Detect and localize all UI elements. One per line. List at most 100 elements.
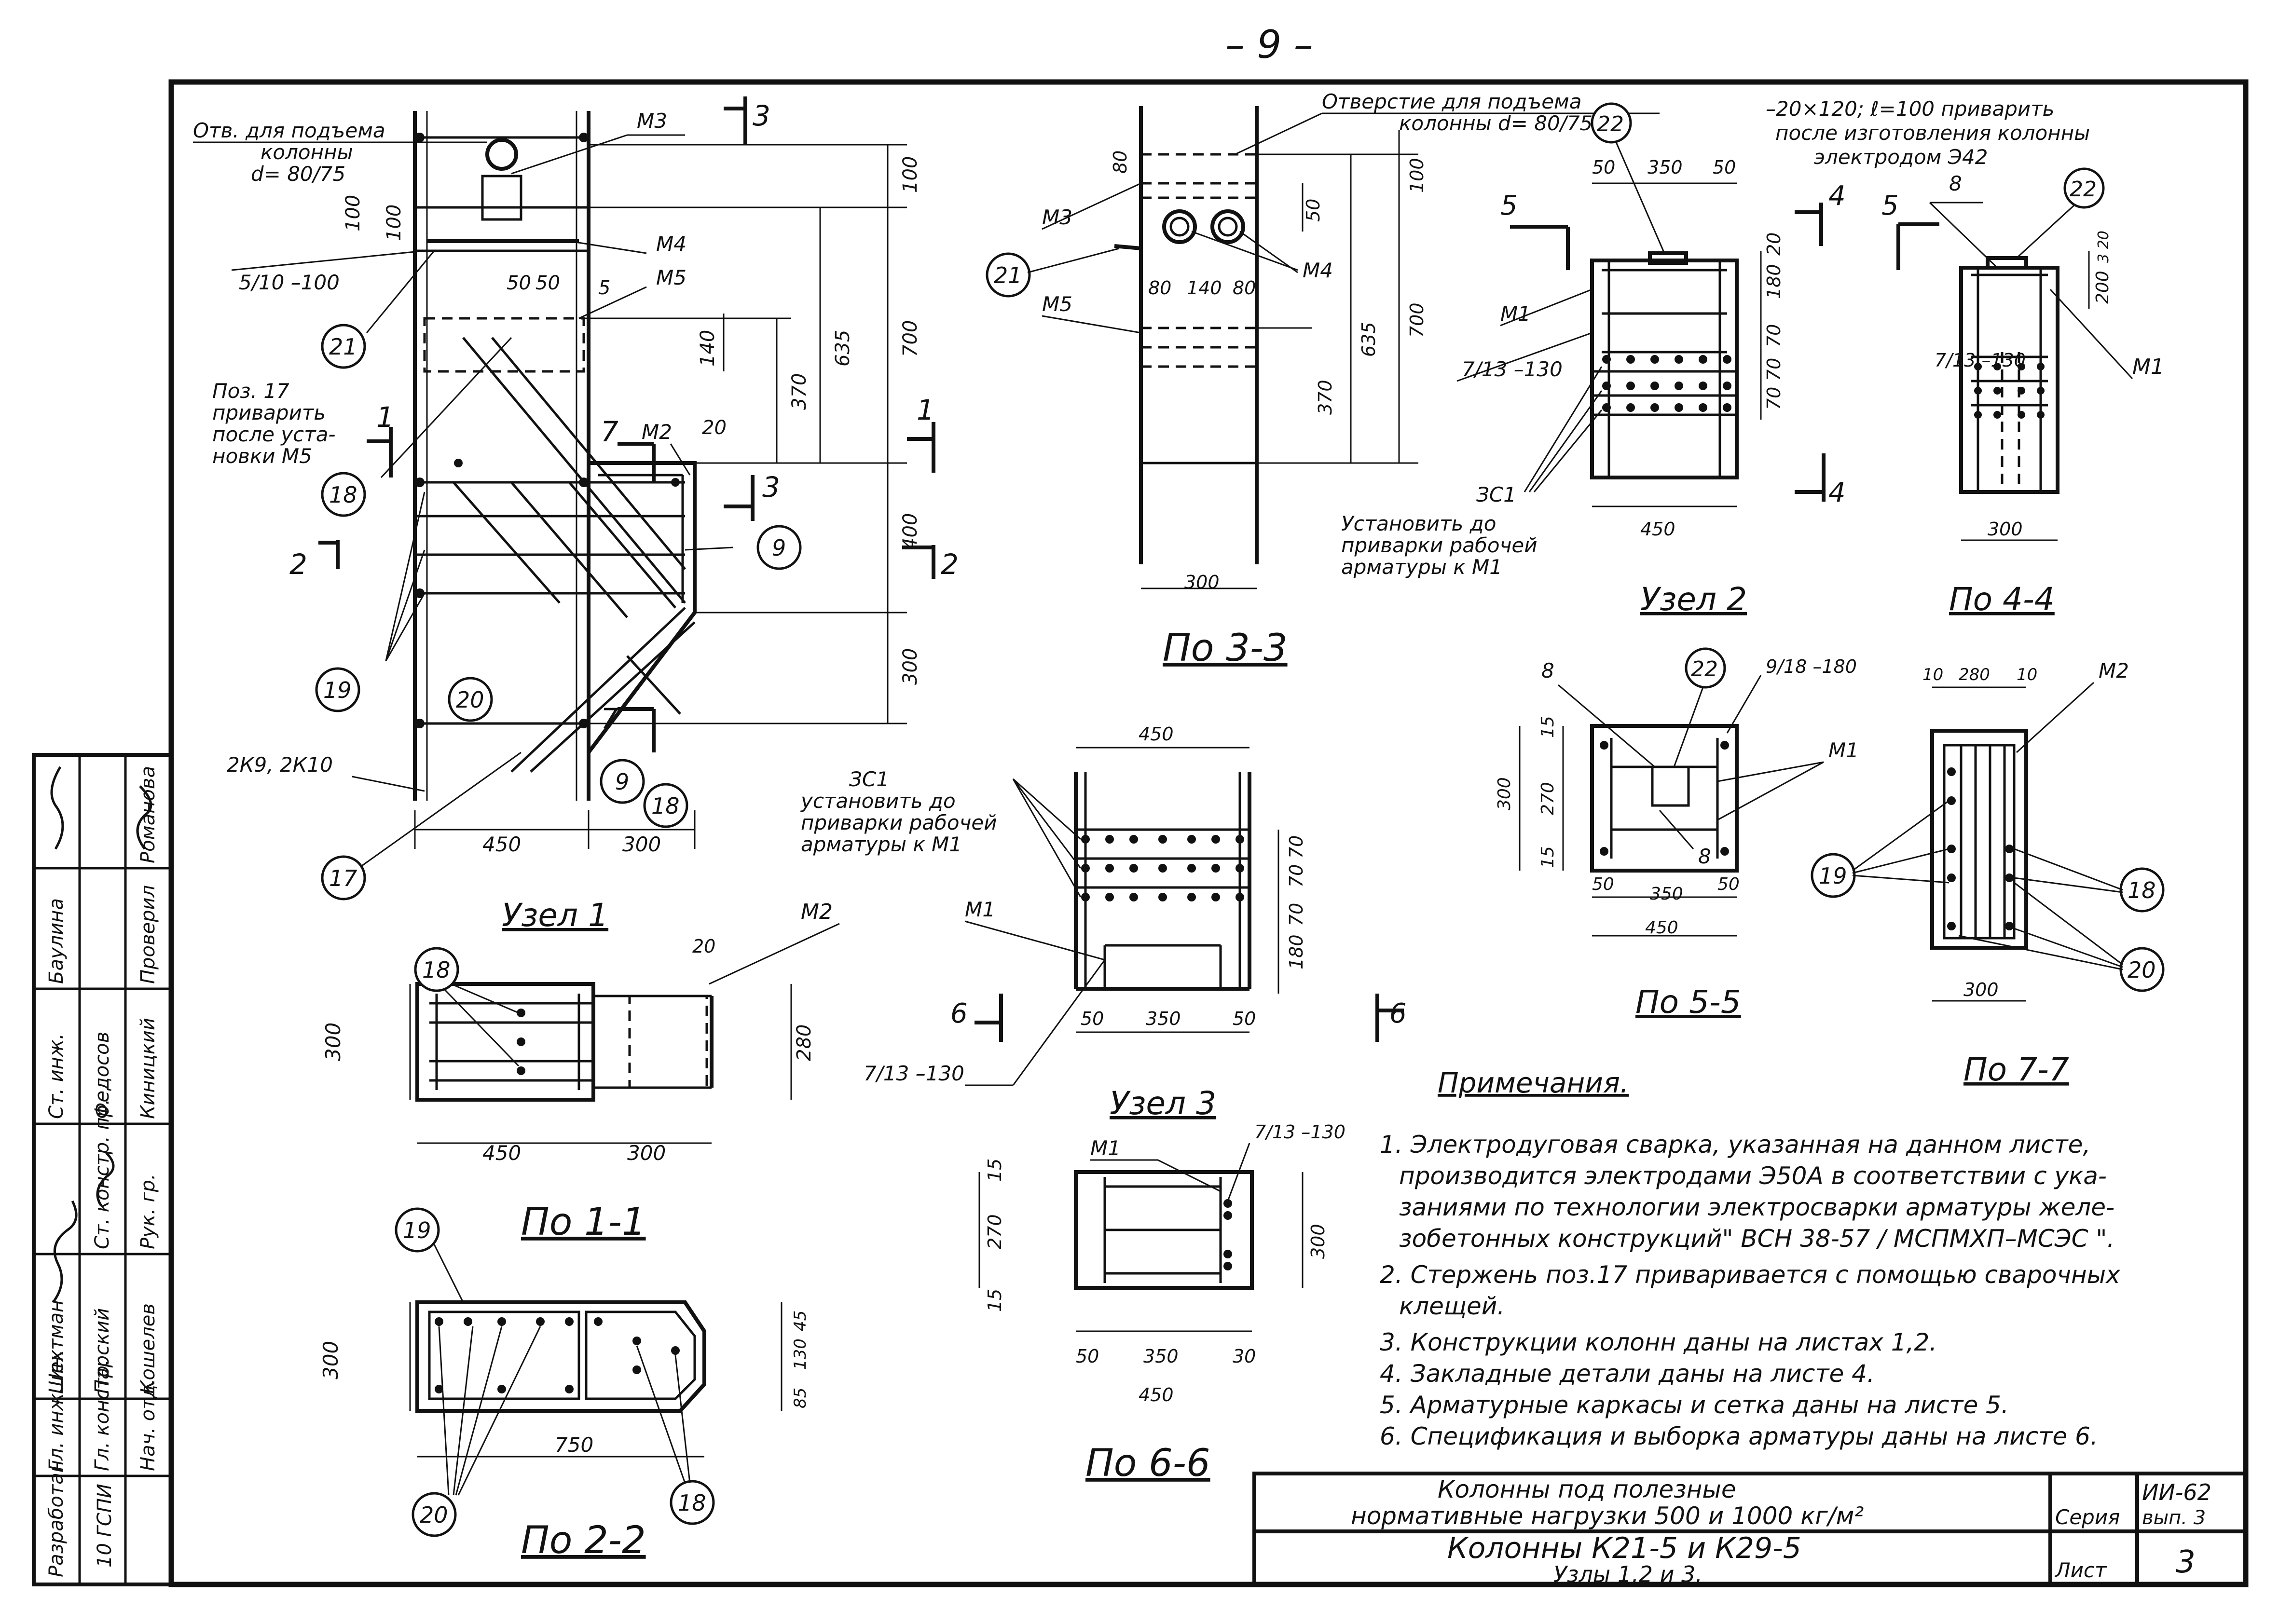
label-zs1b-1: установить до xyxy=(800,789,956,813)
label-zs1-note3: арматуры к М1 xyxy=(1341,555,1502,579)
dim-635-po33: 635 xyxy=(1358,322,1379,357)
label-zs1-note2: приварки рабочей xyxy=(1341,533,1538,557)
dim-30-po66: 30 xyxy=(1233,1346,1256,1367)
label-weld-po66: 7/13 –130 xyxy=(1254,1121,1345,1143)
signature-2 xyxy=(96,1152,115,1207)
dim-635: 635 xyxy=(832,330,854,367)
label-poz17-2: приварить xyxy=(212,401,326,424)
note-4: 4. Закладные детали даны на листе 4. xyxy=(1380,1360,1875,1388)
bubble-17: 17 xyxy=(329,865,357,891)
bubble-22-po55: 22 xyxy=(1691,657,1718,682)
tb-line2: нормативные нагрузки 500 и 1000 кг/м² xyxy=(1351,1502,1864,1530)
label-m5: М5 xyxy=(656,266,686,289)
label-weld-po44: 7/13 –130 xyxy=(1935,350,2026,371)
svg-text:6: 6 xyxy=(1389,998,1407,1029)
stamp-proveril: Проверил xyxy=(137,885,159,984)
dim-450: 450 xyxy=(482,832,521,856)
dim-300-po11b: 300 xyxy=(627,1141,666,1165)
bubble-21-po33: 21 xyxy=(994,262,1022,288)
label-m2: М2 xyxy=(642,420,672,444)
dim-450-u3: 450 xyxy=(1139,723,1174,745)
po-6-6-section: 15 270 15 300 50 350 30 450 7/13 –130 М1… xyxy=(978,1121,1345,1485)
bubble-20-po22: 20 xyxy=(420,1502,448,1528)
dim-400: 400 xyxy=(899,513,921,550)
dim-15-po55a: 15 xyxy=(1538,716,1558,738)
svg-text:3: 3 xyxy=(753,99,770,132)
bubble-19-po22: 19 xyxy=(403,1217,431,1243)
label-m4: М4 xyxy=(656,232,686,256)
bubble-21: 21 xyxy=(329,334,357,360)
dim-280-po77: 280 xyxy=(1959,665,1990,684)
bubble-20: 20 xyxy=(456,687,484,713)
note-3: 3. Конструкции колонн даны на листах 1,2… xyxy=(1380,1328,1937,1356)
dim-370: 370 xyxy=(788,373,810,410)
label-weld-po55: 9/18 –180 xyxy=(1766,656,1857,677)
dim-100: 100 xyxy=(899,156,921,193)
svg-text:6: 6 xyxy=(950,998,968,1029)
label-plate-3: электродом Э42 xyxy=(1814,145,1988,169)
dim-45: 45 xyxy=(791,1310,810,1331)
dim-180-u3: 180 xyxy=(1286,934,1307,969)
dim-350-u2: 350 xyxy=(1647,157,1683,178)
title-po-2-2: По 2-2 xyxy=(521,1519,646,1562)
label-m1-po55: М1 xyxy=(1828,738,1859,762)
stamp-gl-konstr: Гл. констр. xyxy=(91,1360,113,1471)
dim-300-po44: 300 xyxy=(1988,519,2023,540)
dim-300-po11: 300 xyxy=(321,1023,345,1061)
dim-70-u3b: 70 xyxy=(1286,864,1307,887)
po-7-7-section: 19 18 20 М2 10 280 10 300 По 7-7 xyxy=(1811,659,2165,1088)
plate-22 xyxy=(1648,251,1688,265)
svg-text:5: 5 xyxy=(1500,190,1518,221)
dim-70-u3a: 70 xyxy=(1286,835,1307,859)
note-2a: 2. Стержень поз.17 приваривается с помощ… xyxy=(1380,1261,2120,1289)
title-po-4-4: По 4-4 xyxy=(1949,581,2055,618)
dim-70-u2a: 70 xyxy=(1763,324,1785,347)
uzel-1-elevation: 100 700 635 370 400 300 140 100 100 50 5… xyxy=(193,96,959,934)
dim-70-u2c: 70 xyxy=(1763,387,1785,410)
note-1b: производится электродами Э50А в соответс… xyxy=(1399,1162,2107,1190)
tb-seria-label: Серия xyxy=(2055,1505,2120,1529)
dim-140-po33: 140 xyxy=(1187,277,1222,299)
svg-text:1: 1 xyxy=(376,401,394,434)
dim-3-20-po44: 3 20 xyxy=(2095,231,2112,263)
svg-text:3: 3 xyxy=(762,471,780,504)
label-otv-3: d= 80/75 xyxy=(251,162,345,186)
stamp-razrabotan: Разработан xyxy=(45,1460,68,1577)
title-po-6-6: По 6-6 xyxy=(1085,1442,1210,1485)
dim-450-po55: 450 xyxy=(1645,918,1678,938)
label-zs1-note1: Установить до xyxy=(1341,512,1496,535)
bubble-20-po77: 20 xyxy=(2128,957,2156,983)
label-poz17-1: Поз. 17 xyxy=(212,379,289,403)
svg-text:7: 7 xyxy=(601,702,618,735)
dim-180-u2: 180 xyxy=(1763,264,1785,299)
m3-plate xyxy=(481,175,522,221)
bubble-18-po22: 18 xyxy=(678,1490,706,1516)
dim-300-po55: 300 xyxy=(1495,777,1514,810)
notes-block: Примечания. 1. Электродуговая сварка, ук… xyxy=(1380,1066,2120,1450)
note-6: 6. Спецификация и выборка арматуры даны … xyxy=(1380,1422,2098,1450)
title-block: Колонны под полезные нормативные нагрузк… xyxy=(1252,1472,2248,1587)
dim-85: 85 xyxy=(791,1388,810,1408)
po-5-5-section: 22 8 8 М1 9/18 –180 50 350 50 450 300 27… xyxy=(1495,647,1859,1021)
stamp-fedosov: Федосов xyxy=(91,1032,113,1119)
svg-text:5: 5 xyxy=(1881,190,1899,221)
dim-15-po66b: 15 xyxy=(984,1289,1005,1312)
dim-80-po33b: 80 xyxy=(1233,277,1256,299)
tb-line1: Колонны под полезные xyxy=(1438,1475,1736,1503)
bubble-18-po11: 18 xyxy=(422,957,451,983)
dim-10-po77b: 10 xyxy=(2017,665,2037,684)
side-stamp: Разработан 10 ГСПИ Гл. инж. ин. Гл. конс… xyxy=(32,753,173,1586)
po-4-4-section: 22 8 М1 7/13 –130 300 200 3 20 5 По 4-4 xyxy=(1881,167,2164,618)
label-2k9-2k10: 2К9, 2К10 xyxy=(227,753,333,777)
tb-seria-value1: ИИ-62 xyxy=(2142,1479,2211,1505)
bubble-18: 18 xyxy=(329,482,357,508)
dim-50-po55a: 50 xyxy=(1592,874,1614,894)
note-1d: зобетонных конструкций" ВСН 38-57 / МСПМ… xyxy=(1399,1225,2114,1253)
label-m1-u2: М1 xyxy=(1500,302,1531,326)
title-po-7-7: По 7-7 xyxy=(1963,1051,2069,1088)
dim-50-po33: 50 xyxy=(1303,199,1324,222)
bubble-22-po44: 22 xyxy=(2070,177,2097,202)
title-po-1-1: По 1-1 xyxy=(521,1201,646,1244)
note-5: 5. Арматурные каркасы и сетка даны на ли… xyxy=(1380,1391,2009,1419)
